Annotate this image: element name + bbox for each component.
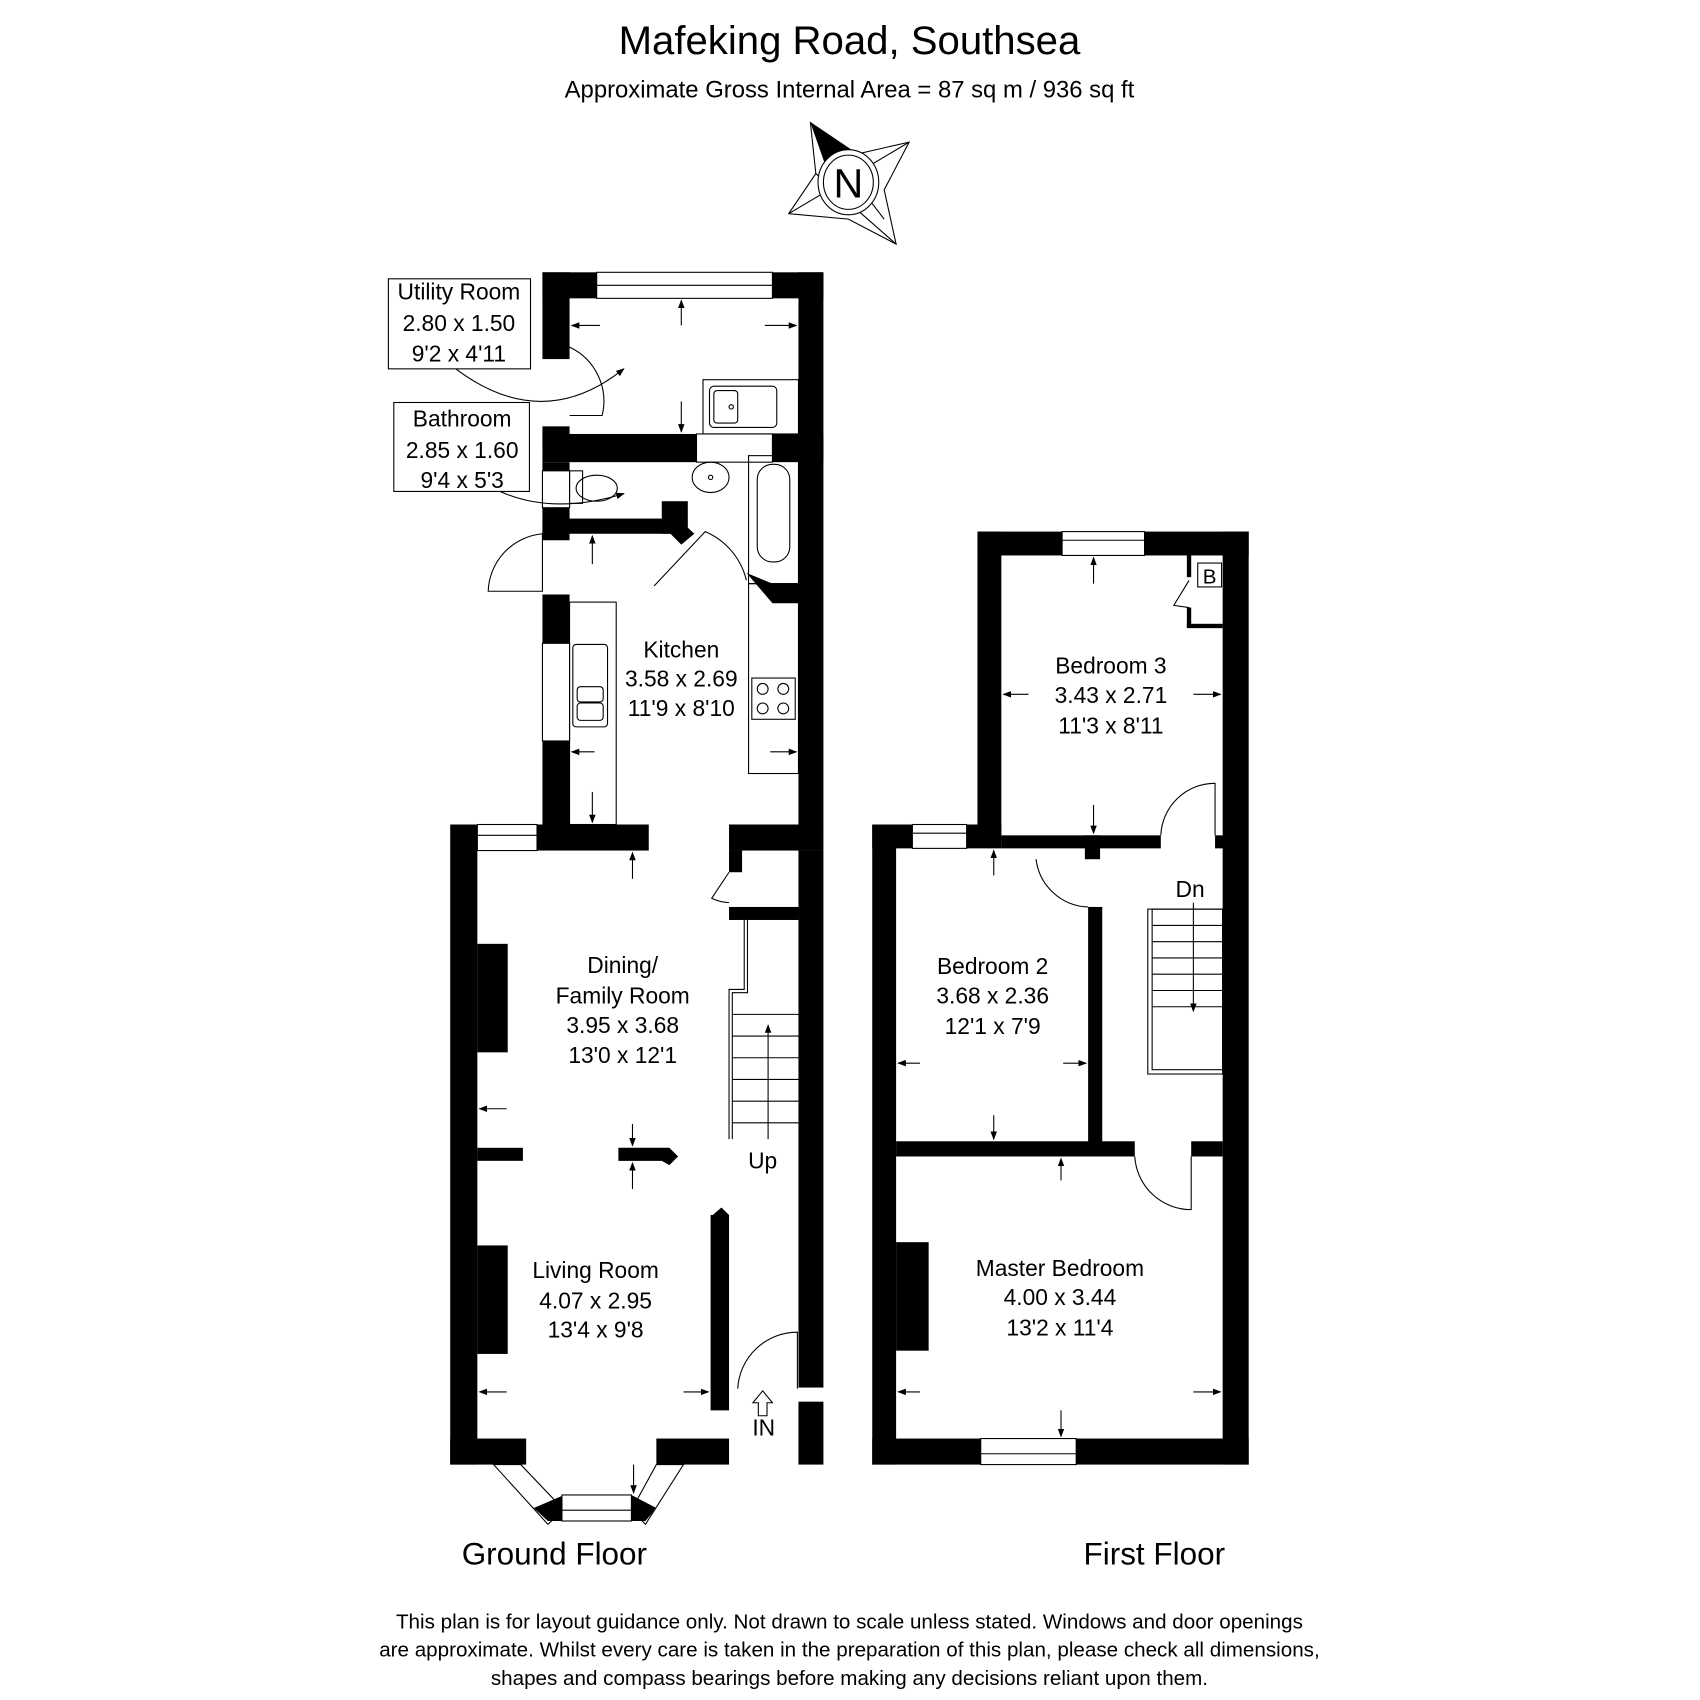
- hob-icon: [751, 677, 796, 720]
- ground-floor-label: Ground Floor: [462, 1536, 647, 1571]
- svg-text:4.00 x 3.44: 4.00 x 3.44: [1004, 1284, 1117, 1310]
- disclaimer: This plan is for layout guidance only. N…: [379, 1610, 1320, 1689]
- svg-text:13'4 x 9'8: 13'4 x 9'8: [548, 1317, 644, 1343]
- svg-text:2.80 x 1.50: 2.80 x 1.50: [403, 310, 516, 336]
- svg-text:Family Room: Family Room: [556, 983, 690, 1009]
- svg-text:13'0 x 12'1: 13'0 x 12'1: [568, 1042, 677, 1068]
- utility-sink-icon: [728, 404, 734, 410]
- washbasin-icon: [691, 461, 730, 494]
- room-label-living: Living Room 4.07 x 2.95 13'4 x 9'8: [532, 1257, 659, 1343]
- stairs-up: [728, 919, 799, 1140]
- room-label-utility: Utility Room 2.80 x 1.50 9'2 x 4'11: [387, 278, 625, 402]
- bathtub-icon: [748, 455, 800, 585]
- svg-text:Master Bedroom: Master Bedroom: [976, 1255, 1144, 1281]
- room-label-bathroom: Bathroom 2.85 x 1.60 9'4 x 5'3: [393, 401, 625, 505]
- svg-text:9'4 x 5'3: 9'4 x 5'3: [420, 467, 503, 493]
- entrance-label: IN: [752, 1414, 775, 1440]
- svg-text:are approximate. Whilst every: are approximate. Whilst every care is ta…: [379, 1639, 1320, 1662]
- ground-floor-plan: Up IN: [387, 271, 824, 1526]
- area-subtitle: Approximate Gross Internal Area = 87 sq …: [565, 77, 1135, 104]
- page-title: Mafeking Road, Southsea: [619, 18, 1081, 63]
- room-label-kitchen: Kitchen 3.58 x 2.69 11'9 x 8'10: [625, 636, 738, 721]
- svg-text:Bedroom 2: Bedroom 2: [937, 953, 1048, 979]
- svg-text:12'1 x 7'9: 12'1 x 7'9: [945, 1013, 1041, 1039]
- svg-text:Utility Room: Utility Room: [398, 278, 521, 304]
- room-label-dining: Dining/ Family Room 3.95 x 3.68 13'0 x 1…: [556, 952, 690, 1068]
- svg-text:Bedroom 3: Bedroom 3: [1055, 653, 1166, 679]
- boiler-label: B: [1203, 566, 1217, 589]
- svg-text:11'3 x 8'11: 11'3 x 8'11: [1058, 712, 1163, 738]
- kitchen-sink-icon: [572, 643, 609, 728]
- svg-text:Kitchen: Kitchen: [643, 636, 719, 662]
- svg-text:3.68 x 2.36: 3.68 x 2.36: [936, 983, 1049, 1009]
- svg-text:Bathroom: Bathroom: [413, 405, 512, 431]
- svg-text:11'9 x 8'10: 11'9 x 8'10: [628, 695, 735, 721]
- svg-text:2.85 x 1.60: 2.85 x 1.60: [406, 437, 519, 463]
- stairs-up-label: Up: [748, 1147, 777, 1173]
- stairs-down-label: Dn: [1176, 876, 1205, 902]
- svg-text:9'2 x 4'11: 9'2 x 4'11: [412, 340, 506, 366]
- svg-text:4.07 x 2.95: 4.07 x 2.95: [539, 1287, 652, 1313]
- svg-text:shapes and compass bearings be: shapes and compass bearings before makin…: [491, 1667, 1208, 1690]
- compass-north-icon: N: [787, 121, 911, 246]
- svg-text:3.58 x 2.69: 3.58 x 2.69: [625, 666, 738, 692]
- room-label-bedroom-2: Bedroom 2 3.68 x 2.36 12'1 x 7'9: [936, 953, 1049, 1039]
- compass-label: N: [833, 160, 863, 206]
- stairs-down: [1147, 902, 1224, 1075]
- first-floor-plan: B: [872, 531, 1249, 1466]
- entrance-arrow-icon: [751, 1389, 774, 1417]
- toilet-icon: [569, 470, 618, 504]
- svg-text:3.95 x 3.68: 3.95 x 3.68: [566, 1012, 679, 1038]
- svg-text:3.43 x 2.71: 3.43 x 2.71: [1055, 682, 1168, 708]
- svg-text:Dining/: Dining/: [587, 952, 659, 978]
- room-label-master-bedroom: Master Bedroom 4.00 x 3.44 13'2 x 11'4: [976, 1255, 1144, 1341]
- svg-text:13'2 x 11'4: 13'2 x 11'4: [1006, 1314, 1113, 1340]
- svg-text:Living Room: Living Room: [532, 1257, 659, 1283]
- first-floor-label: First Floor: [1084, 1536, 1226, 1571]
- svg-text:This plan is for layout guidan: This plan is for layout guidance only. N…: [396, 1610, 1303, 1633]
- room-label-bedroom-3: Bedroom 3 3.43 x 2.71 11'3 x 8'11: [1055, 653, 1168, 739]
